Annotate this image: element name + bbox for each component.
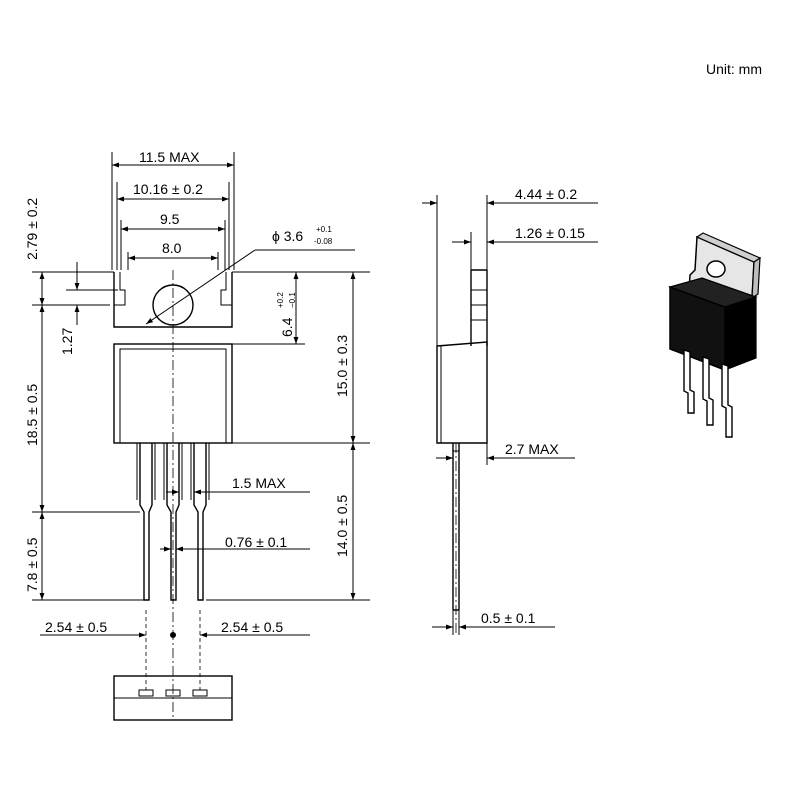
dim-hole-tol-minus: -0.08 xyxy=(314,237,333,246)
package-3d-illustration xyxy=(668,232,762,438)
dim-hole-diameter: ϕ 3.6 xyxy=(272,228,303,244)
dim-width-95: 9.5 xyxy=(160,211,180,227)
dim-width-80: 8.0 xyxy=(162,240,182,256)
lead-center xyxy=(166,443,180,601)
side-body xyxy=(436,341,488,444)
dim-tab-top: 2.79 ± 0.2 xyxy=(24,198,40,260)
lead-right xyxy=(193,443,207,601)
dim-lead-length: 7.8 ± 0.5 xyxy=(24,537,40,592)
pad-right xyxy=(192,689,208,697)
dim-hole-to-body: 6.4 xyxy=(279,317,295,337)
mounting-tab xyxy=(113,272,233,328)
tab-notch-left xyxy=(114,272,126,306)
dim-package-height: 15.0 ± 0.3 xyxy=(334,335,350,397)
dim-pitch-left: 2.54 ± 0.5 xyxy=(45,619,107,635)
dim-thickness: 4.44 ± 0.2 xyxy=(515,186,577,202)
dim-lead-width-max: 1.5 MAX xyxy=(232,475,286,491)
pad-left xyxy=(138,689,154,697)
dim-tab-thickness: 1.26 ± 0.15 xyxy=(515,225,585,241)
front-view: 11.5 MAX 10.16 ± 0.2 9.5 8.0 ϕ 3.6 +0.1 … xyxy=(24,149,370,721)
dim-lead-total: 14.0 ± 0.5 xyxy=(334,495,350,557)
lead-left xyxy=(139,443,153,601)
side-view: 4.44 ± 0.2 1.26 ± 0.15 2.7 MAX 0.5 ± 0.1 xyxy=(422,186,598,635)
dim-notch: 1.27 xyxy=(59,328,75,355)
dim-body-height: 18.5 ± 0.5 xyxy=(24,384,40,446)
leads xyxy=(136,443,210,601)
dim-lead-thickness: 0.5 ± 0.1 xyxy=(481,610,536,626)
side-tab xyxy=(470,269,488,346)
hole-3d xyxy=(706,260,726,278)
dim-hole-to-body-plus: +0.2 xyxy=(276,292,285,308)
unit-label: Unit: mm xyxy=(706,61,762,77)
dim-hole-to-body-minus: −0.1 xyxy=(288,292,297,308)
dim-lead-offset: 2.7 MAX xyxy=(505,441,559,457)
pitch-center-dot xyxy=(170,632,176,638)
pad-center xyxy=(165,689,181,697)
dim-pitch-right: 2.54 ± 0.5 xyxy=(221,619,283,635)
tab-notch-right xyxy=(220,272,232,306)
dim-hole-tol-plus: +0.1 xyxy=(316,225,332,234)
dim-width-max: 11.5 MAX xyxy=(139,149,200,165)
dim-lead-width: 0.76 ± 0.1 xyxy=(225,534,287,550)
dim-width-body: 10.16 ± 0.2 xyxy=(133,181,203,197)
